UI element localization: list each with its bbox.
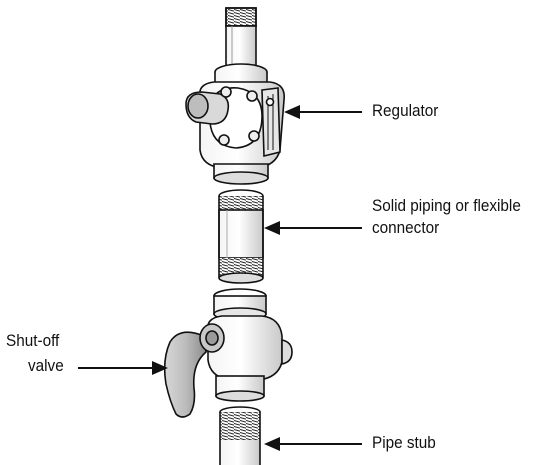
piping-arrow xyxy=(264,221,362,235)
pipe-stub-label: Pipe stub xyxy=(372,433,436,453)
shutoff-valve-illustration xyxy=(165,289,292,417)
piping-label-line1: Solid piping or flexible xyxy=(372,196,521,216)
regulator-label: Regulator xyxy=(372,101,438,121)
valve-arrow xyxy=(78,361,168,375)
regulator-illustration xyxy=(186,8,284,184)
piping-label-line2: connector xyxy=(372,218,439,238)
valve-label-line1: Shut-off xyxy=(6,331,59,351)
regulator-arrow xyxy=(284,105,362,119)
pipe-stub-illustration xyxy=(220,407,260,465)
valve-label-line2: valve xyxy=(28,356,64,376)
pipe-stub-arrow xyxy=(264,437,362,451)
piping-illustration xyxy=(219,190,263,283)
